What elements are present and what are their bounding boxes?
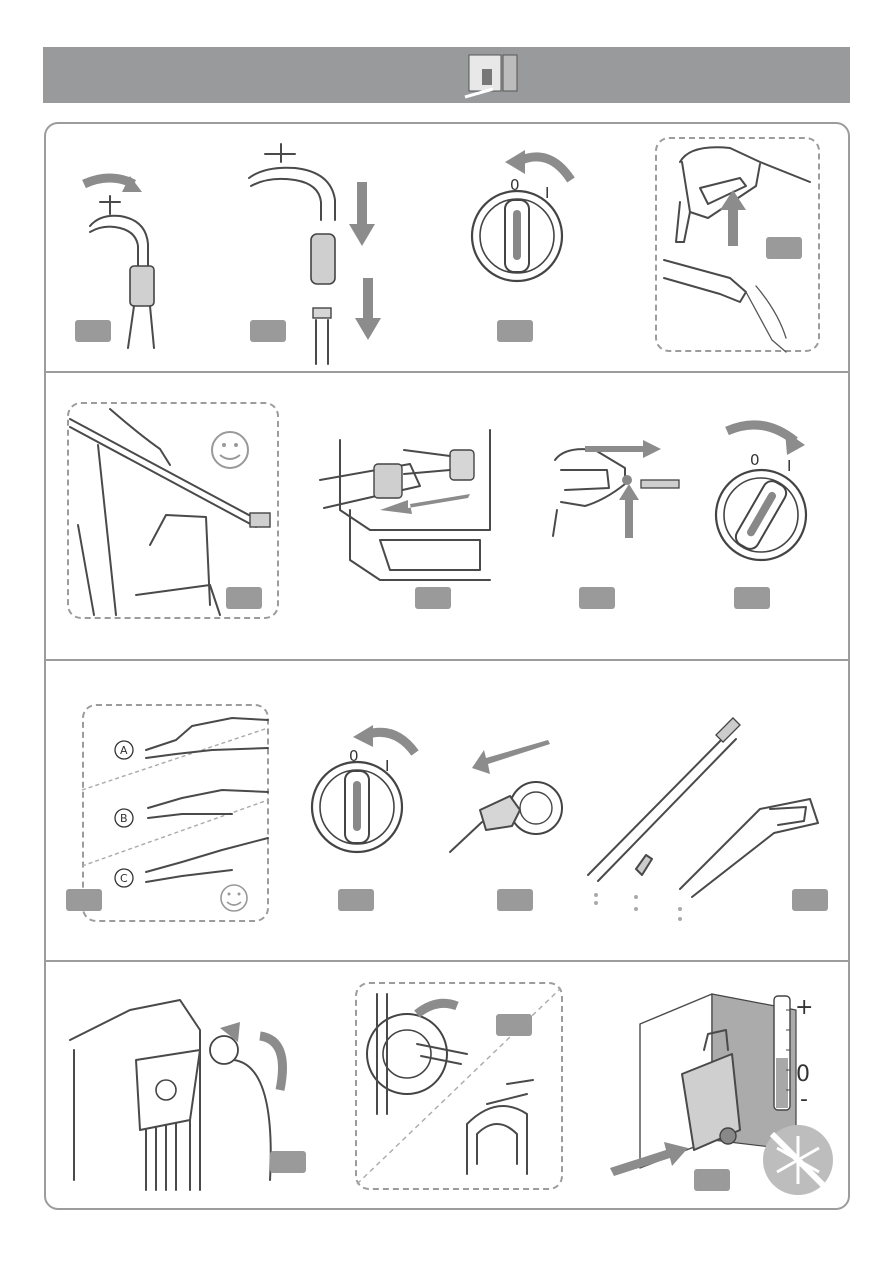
tap-disconnect-illustration: [245, 138, 395, 348]
mode-a-label: A: [120, 744, 128, 757]
dial-switch-off-2: 0 I: [305, 725, 425, 875]
step-badge: [66, 889, 102, 911]
mode-c-label: C: [120, 872, 128, 885]
cord-wrap-illustration: [70, 990, 290, 1190]
nozzle-modes-illustration: A B C: [82, 704, 269, 922]
thermometer-icon: [774, 996, 790, 1110]
section-divider: [44, 960, 850, 962]
scale-zero-label: 0: [796, 1062, 810, 1087]
step-badge: [250, 320, 286, 342]
step-badge: [226, 587, 262, 609]
door-storage-icon: [463, 51, 523, 101]
step-badge: [497, 320, 533, 342]
dial-switch-on: 0 I: [705, 415, 825, 565]
step-badge: [415, 587, 451, 609]
dial-on-label: I: [545, 184, 549, 202]
scale-plus-label: +: [795, 995, 813, 1020]
header-bar: [43, 47, 850, 103]
smiley-icon: [221, 885, 247, 911]
dial-on-label: I: [787, 457, 791, 475]
step-badge: [792, 889, 828, 911]
lance-connection-illustration: [320, 420, 510, 585]
section-divider: [44, 659, 850, 661]
step-badge: [75, 320, 111, 342]
person-spraying-illustration: [70, 405, 278, 617]
scale-minus-label: -: [800, 1087, 808, 1112]
smiley-icon: [212, 432, 248, 468]
gun-release-illustration: [545, 440, 685, 560]
step-badge: [579, 587, 615, 609]
step-badge: [694, 1169, 730, 1191]
dial-switch-off: 0 I: [465, 140, 585, 290]
mode-b-label: B: [120, 812, 128, 825]
dial-off-label: 0: [750, 451, 760, 469]
step-badge: [734, 587, 770, 609]
step-badge: [766, 237, 802, 259]
step-badge: [338, 889, 374, 911]
section-divider: [44, 371, 850, 373]
no-frost-icon: [763, 1125, 833, 1195]
step-badge: [270, 1151, 306, 1173]
unplug-illustration: [450, 740, 570, 870]
step-badge: [497, 889, 533, 911]
step-badge: [496, 1014, 532, 1036]
